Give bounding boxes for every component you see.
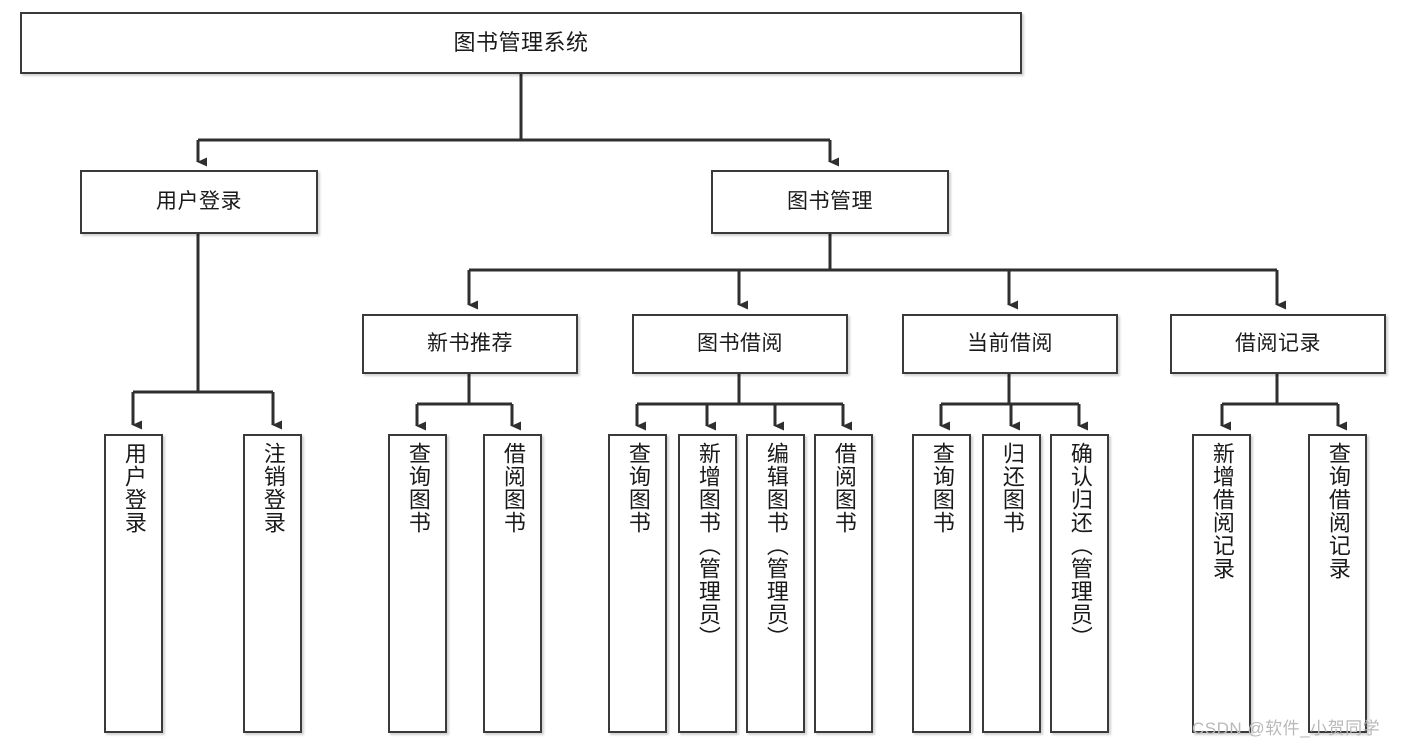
leaf-current-query-book[interactable]: 查询图书	[912, 434, 971, 733]
node-borrow-record[interactable]: 借阅记录	[1170, 314, 1386, 374]
node-label: 查询图书	[929, 442, 955, 534]
node-label: 新增图书（管理员）	[695, 442, 721, 649]
leaf-edit-book-admin[interactable]: 编辑图书（管理员）	[746, 434, 805, 733]
node-user-login[interactable]: 用户登录	[80, 170, 318, 234]
node-current-borrow[interactable]: 当前借阅	[902, 314, 1118, 374]
leaf-user-login[interactable]: 用户登录	[104, 434, 163, 733]
node-label: 借阅图书	[500, 442, 526, 534]
node-label: 用户登录	[121, 442, 147, 534]
leaf-new-book-borrow[interactable]: 借阅图书	[483, 434, 542, 733]
node-label: 注销登录	[260, 442, 286, 534]
node-new-book-recommend[interactable]: 新书推荐	[362, 314, 578, 374]
node-label: 图书借阅	[697, 331, 783, 355]
csdn-watermark: CSDN @软件_小贺同学	[1192, 719, 1381, 738]
node-label: 编辑图书（管理员）	[763, 442, 789, 649]
node-label: 查询图书	[405, 442, 431, 534]
node-label: 用户登录	[156, 189, 242, 213]
node-book-borrow[interactable]: 图书借阅	[632, 314, 848, 374]
leaf-return-book[interactable]: 归还图书	[982, 434, 1041, 733]
leaf-borrow-book[interactable]: 借阅图书	[814, 434, 873, 733]
node-label: 图书管理	[787, 189, 873, 213]
node-label: 新书推荐	[427, 331, 513, 355]
leaf-query-borrow-record[interactable]: 查询借阅记录	[1308, 434, 1367, 733]
node-label: 归还图书	[999, 442, 1025, 534]
leaf-borrow-query-book[interactable]: 查询图书	[608, 434, 667, 733]
node-label: 新增借阅记录	[1209, 442, 1235, 580]
leaf-add-book-admin[interactable]: 新增图书（管理员）	[678, 434, 737, 733]
leaf-new-book-query[interactable]: 查询图书	[388, 434, 447, 733]
leaf-confirm-return-admin[interactable]: 确认归还（管理员）	[1050, 434, 1109, 733]
node-book-management[interactable]: 图书管理	[711, 170, 949, 234]
node-label: 借阅图书	[831, 442, 857, 534]
node-label: 借阅记录	[1235, 331, 1321, 355]
node-label: 图书管理系统	[453, 30, 589, 56]
leaf-logout[interactable]: 注销登录	[243, 434, 302, 733]
node-label: 查询图书	[625, 442, 651, 534]
leaf-add-borrow-record[interactable]: 新增借阅记录	[1192, 434, 1251, 733]
node-label: 当前借阅	[967, 331, 1053, 355]
node-label: 查询借阅记录	[1325, 442, 1351, 580]
node-root-system[interactable]: 图书管理系统	[20, 12, 1022, 74]
node-label: 确认归还（管理员）	[1067, 442, 1093, 649]
